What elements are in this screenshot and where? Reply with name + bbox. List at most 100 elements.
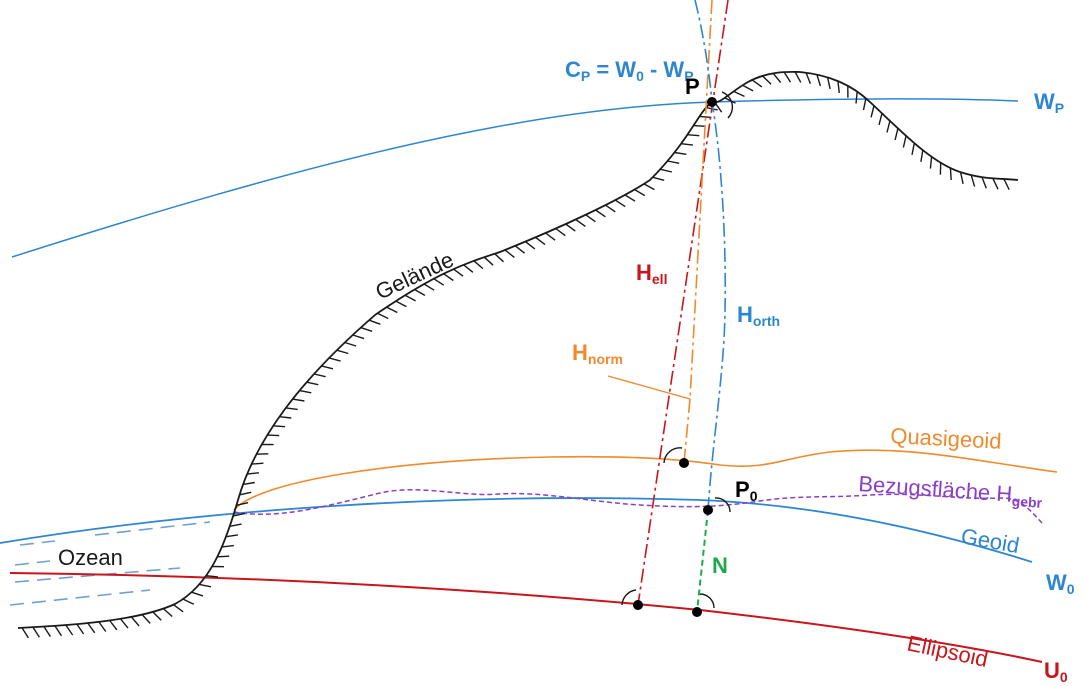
terrain-hatch-tick — [681, 143, 693, 146]
terrain-hatch-tick — [344, 341, 357, 347]
n-label: N — [712, 553, 728, 578]
terrain-hatch-tick — [826, 77, 831, 90]
point-p-label: P — [685, 74, 700, 99]
terrain-hatch-tick — [321, 365, 334, 370]
terrain-hatch-tick — [199, 583, 212, 588]
terrain-hatch-tick — [555, 227, 566, 237]
terrain-hatch-tick — [870, 105, 875, 118]
ellipsoid-line — [9, 572, 1043, 663]
hnorm-label: Hnorm — [572, 340, 623, 367]
terrain-hatch-tick — [386, 306, 398, 314]
terrain-hatch-tick — [783, 71, 792, 83]
bezugsflaeche-label: Bezugsfläche Hgebr — [858, 471, 1044, 511]
terrain-hatch-tick — [687, 134, 700, 137]
horth-label: Horth — [737, 302, 780, 329]
terrain-hatch-tick — [595, 209, 606, 218]
terrain-hatch-tick — [878, 113, 883, 126]
terrain-hatch-tick — [221, 544, 234, 548]
p0-label: P0 — [735, 477, 758, 504]
points — [633, 97, 717, 617]
terrain-hatch-tick — [837, 81, 840, 93]
terrain-hatch-tick — [414, 288, 426, 297]
terrain-hatch-tick — [65, 624, 74, 636]
terrain-hatch-tick — [279, 416, 292, 419]
point-quasigeoid-dot — [679, 458, 689, 468]
terrain-hatch-tick — [634, 188, 646, 197]
terrain-hatch-tick — [130, 616, 140, 627]
terrain-hatch-tick — [565, 223, 576, 232]
terrain-hatch-tick — [98, 621, 107, 632]
terrain-hatch-tick — [643, 183, 655, 191]
terrain-hatch-tick — [992, 178, 999, 190]
u0-label: U0 — [1044, 658, 1068, 685]
terrain-hatch-tick — [76, 623, 85, 635]
terrain-hatch-tick — [242, 481, 255, 486]
quasigeoid-line — [233, 449, 1058, 511]
terrain-hatch-tick — [368, 319, 381, 325]
terrain-hatch-tick — [742, 84, 754, 92]
terrain-hatch-tick — [32, 626, 40, 638]
terrain-hatch-tick — [443, 273, 454, 282]
terrain-hatch-tick — [191, 591, 204, 597]
terrain-hatch-tick — [152, 611, 162, 621]
terrain-hatch-tick — [545, 232, 556, 241]
terrain-hatch-tick — [43, 626, 51, 637]
terrain-hatch-tick — [54, 625, 63, 637]
w0-label: W0 — [1046, 570, 1075, 597]
terrain-hatch-tick — [855, 91, 858, 104]
terrain-hatch-tick — [920, 149, 924, 163]
terrain-hatch-tick — [762, 75, 772, 85]
terrain-hatch-tick — [524, 241, 536, 250]
terrain-hatch-tick — [699, 115, 712, 119]
right-angle-markers — [621, 91, 734, 609]
quasigeoid-label: Quasigeoid — [890, 423, 1002, 454]
terrain-line — [17, 70, 1019, 629]
point-ellipsoid-dot-2 — [692, 607, 702, 617]
terrain-hatch-tick — [970, 174, 976, 187]
terrain-hatch-tick — [182, 598, 195, 605]
terrain-hatch-tick — [894, 128, 899, 141]
terrain-hatch-tick — [336, 349, 349, 355]
terrain-hatch-tick — [751, 79, 763, 88]
terrain-hatch-tick — [585, 214, 596, 223]
terrain-hatch-tick — [299, 389, 312, 394]
terrain-hatch-tick — [805, 72, 812, 85]
terrain-hatch-tick — [693, 124, 706, 127]
terrain-hatch-tick — [21, 627, 29, 639]
terrain-hatch-tick — [535, 236, 546, 246]
terrain-hatch-tick — [395, 300, 407, 308]
terrain-hatch-tick — [162, 608, 173, 618]
terrain-hatch-tick — [267, 434, 280, 437]
cp-equation-label: CP = W0 - WP — [565, 57, 694, 84]
terrain-hatch-tick — [902, 135, 907, 148]
terrain-hatch-tick — [453, 268, 464, 277]
terrain-hatch-tick — [652, 176, 665, 181]
terrain-hatch-tick — [575, 218, 586, 227]
plumb-line — [694, 0, 727, 511]
terrain-hatch-tick — [217, 555, 230, 558]
terrain-hatch-tick — [911, 142, 915, 156]
terrain-hatch-tick — [504, 249, 515, 258]
terrain-hatch-tick — [251, 462, 264, 465]
terrain-hatch-tick — [233, 512, 246, 517]
point-p-dot — [707, 97, 717, 107]
point-ellipsoid-dot-1 — [633, 600, 643, 610]
wp-label: WP — [1034, 89, 1064, 116]
terrain-hatch-tick — [141, 614, 151, 624]
terrain-hatch-tick — [1003, 178, 1010, 191]
terrain-hatch-tick — [886, 120, 891, 133]
terrain-hatch-tick — [109, 620, 118, 631]
terrain-hatch-tick — [724, 97, 736, 104]
terrain-hatching — [21, 71, 1010, 639]
terrain-hatch-tick — [667, 160, 680, 164]
terrain-hatch-tick — [306, 381, 319, 386]
terrain-hatch-tick — [423, 283, 435, 291]
terrain-hatch-tick — [236, 502, 249, 506]
terrain-hatch-tick — [352, 334, 365, 340]
terrain-hatch-tick — [377, 312, 389, 320]
hell-label: Hell — [636, 260, 667, 287]
ellipsoidal-normal-line — [637, 0, 729, 606]
n-geoid-undulation-segment — [696, 509, 709, 613]
